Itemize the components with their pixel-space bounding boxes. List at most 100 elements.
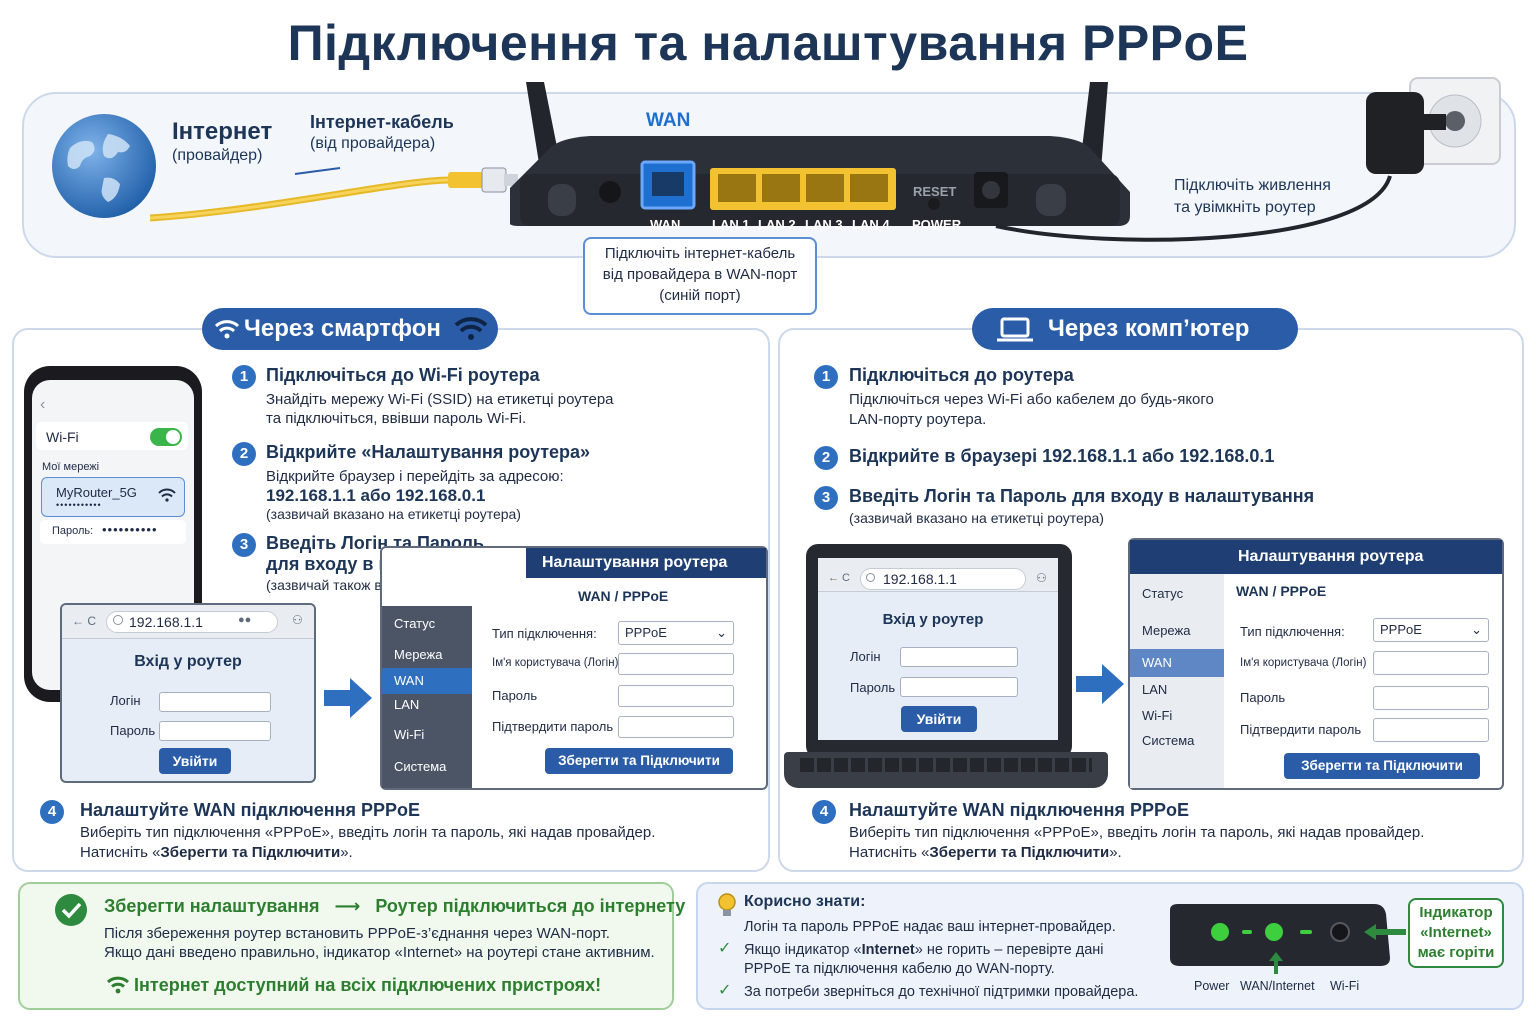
type-select[interactable]: PPPoE ⌄ (618, 621, 734, 645)
menu-lan[interactable]: LAN (1142, 682, 1168, 697)
address-bar[interactable]: 192.168.1.1 (860, 568, 1026, 590)
phone-step1-text2: та підключіться, ввівши пароль Wi-Fi. (266, 410, 527, 427)
save-connect-button[interactable]: Зберегти та Підключити (1284, 753, 1480, 779)
confirm-password-label: Підтвердити пароль (1240, 722, 1362, 737)
address-bar[interactable]: 192.168.1.1 (106, 611, 278, 633)
wifi-signal-icon (158, 488, 176, 502)
password-input[interactable] (900, 677, 1018, 697)
internet-subtitle: (провайдер) (172, 147, 263, 164)
result-text2: Якщо дані введено правильно, індикатор «… (104, 944, 655, 961)
router-front-leds (1170, 904, 1390, 966)
port-label-lan1: LAN 1 (712, 217, 750, 232)
port-label-lan2: LAN 2 (758, 217, 796, 232)
nav-arrows-icon[interactable]: ← C (72, 614, 96, 628)
nav-arrows-icon[interactable]: ← C (828, 572, 850, 584)
menu-lan[interactable]: LAN (394, 697, 420, 712)
arrow-right-icon (1076, 664, 1124, 704)
step-number-4: 4 (40, 800, 64, 824)
step-number-4: 4 (812, 800, 836, 824)
ethernet-cable (150, 167, 518, 222)
save-connect-button[interactable]: Зберегти та Підключити (545, 748, 733, 774)
indicator-line3: має горіти (1417, 944, 1495, 961)
wifi-icon (107, 976, 129, 994)
back-chevron-icon[interactable]: ‹ (40, 396, 46, 413)
smartphone-pill-label: Через смартфон (244, 315, 441, 342)
network-item[interactable] (41, 477, 185, 517)
smartphone-pill: Через смартфон (202, 308, 498, 350)
led-label-power: Power (1194, 979, 1230, 993)
indicator-line2: «Internet» (1420, 924, 1492, 941)
username-input[interactable] (618, 653, 734, 675)
indicator-note: Індикатор «Internet» має горіти (1408, 898, 1504, 968)
menu-system[interactable]: Система (394, 759, 447, 774)
type-select[interactable]: PPPoE ⌄ (1373, 618, 1489, 642)
confirm-password-input[interactable] (618, 716, 734, 738)
profile-icon[interactable]: ⚇ (1036, 571, 1047, 585)
password-row[interactable] (40, 520, 186, 544)
menu-wan[interactable]: WAN (382, 668, 472, 694)
pc-step3-title: Введіть Логін та Пароль для входу в нала… (849, 486, 1315, 506)
menu-status[interactable]: Статус (394, 616, 436, 631)
globe-icon (52, 114, 156, 218)
computer-pill: Через комп’ютер (972, 308, 1298, 350)
check-icon: ✓ (718, 982, 732, 999)
pc-step1-text1: Підключіться через Wi-Fi або кабелем до … (849, 391, 1214, 408)
type-select-value: PPPoE (625, 625, 667, 640)
menu-wifi[interactable]: Wi-Fi (394, 727, 425, 742)
secure-icon (866, 573, 875, 582)
power-port-label: POWER (912, 217, 962, 232)
browser-menu-icon[interactable]: ●● (238, 614, 252, 626)
port-label-wan: WAN (650, 217, 681, 232)
step-number-1: 1 (232, 365, 256, 389)
internet-title: Інтернет (172, 118, 273, 145)
wifi-icon (454, 317, 488, 340)
pppoe-password-input[interactable] (1373, 686, 1489, 710)
settings-header-left (1130, 540, 1224, 574)
menu-wan[interactable]: WAN (1130, 649, 1224, 677)
menu-network[interactable]: Мережа (394, 647, 443, 662)
menu-status[interactable]: Статус (1142, 586, 1184, 601)
callout-line2: від провайдера в WAN-порт (602, 266, 798, 283)
network-name: MyRouter_5G (56, 485, 137, 500)
tip-internet-emph: Internet (861, 942, 915, 958)
username-label: Ім'я користувача (Логін) (1240, 657, 1367, 669)
step-number-2: 2 (232, 442, 256, 466)
pc-step4-emph: Зберегти та Підключити (929, 844, 1110, 861)
computer-pill-label: Через комп’ютер (1048, 315, 1250, 342)
pppoe-password-input[interactable] (618, 685, 734, 707)
tip-line2: Якщо індикатор «Internet» не горить – пе… (744, 942, 1104, 958)
login-heading: Вхід у роутер (134, 653, 242, 670)
password-label: Пароль (850, 680, 896, 695)
login-button[interactable]: Увійти (901, 706, 977, 732)
phone-step4-text1: Виберіть тип підключення «PPPoE», введіт… (80, 824, 656, 841)
reset-label: RESET (913, 184, 956, 199)
port-label-lan4: LAN 4 (852, 217, 890, 232)
confirm-password-input[interactable] (1373, 718, 1489, 742)
password-row-value: •••••••••• (102, 522, 158, 537)
username-input[interactable] (1373, 651, 1489, 675)
wan-label-top: WAN (646, 110, 691, 131)
menu-wifi[interactable]: Wi-Fi (1142, 708, 1173, 723)
type-label: Тип підключення: (492, 626, 597, 641)
phone-step2-note: (зазвичай вказано на етикетці роутера) (266, 506, 521, 522)
pc-step4-text1: Виберіть тип підключення «PPPoE», введіт… (849, 824, 1425, 841)
login-button[interactable]: Увійти (159, 748, 231, 774)
menu-network[interactable]: Мережа (1142, 623, 1191, 638)
indicator-line1: Індикатор (1419, 904, 1493, 921)
pppoe-password-label: Пароль (492, 688, 538, 703)
pc-step1-title: Підключіться до роутера (849, 365, 1074, 385)
menu-system[interactable]: Система (1142, 733, 1195, 748)
power-note-line2: та увімкніть роутер (1174, 199, 1316, 216)
result-title-b: Роутер підключиться до інтернету (375, 896, 686, 916)
settings-subheader: WAN / PPPoE (1236, 583, 1327, 599)
login-label: Логін (110, 693, 141, 708)
password-input[interactable] (159, 721, 271, 741)
phone-step4-title: Налаштуйте WAN підключення PPPoE (80, 800, 420, 820)
login-input[interactable] (900, 647, 1018, 667)
power-note: Підключіть живлення та увімкніть роутер (1174, 175, 1331, 219)
chevron-down-icon: ⌄ (716, 625, 727, 640)
profile-icon[interactable]: ⚇ (292, 613, 303, 627)
wifi-toggle[interactable] (150, 428, 182, 446)
arrow-right-icon (324, 678, 372, 718)
login-input[interactable] (159, 692, 271, 712)
